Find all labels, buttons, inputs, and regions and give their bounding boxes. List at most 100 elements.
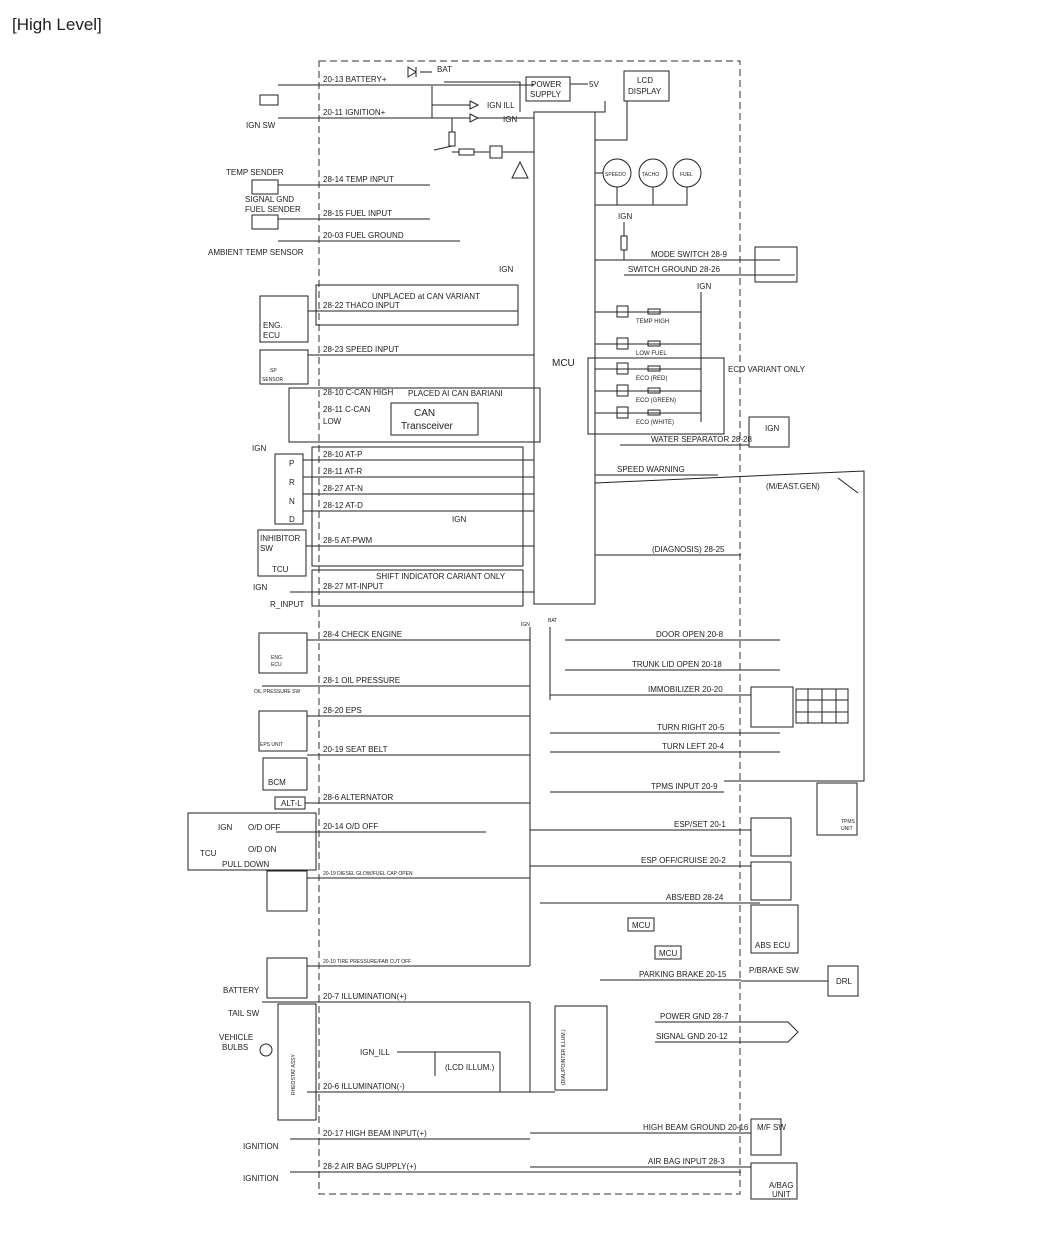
ignition-label-2: IGNITION [243,1174,279,1183]
shift-group [311,569,524,607]
lamp-label: ECO (WHITE) [636,420,674,426]
left-signal-label: 20-6 ILLUMINATION(-) [323,1082,405,1091]
left-signal-label: 20-14 O/D OFF [323,822,378,831]
mcu-label: MCU [552,358,575,369]
bcm-label: BCM [268,778,286,787]
left-signal-label: 28-23 SPEED INPUT [323,345,399,354]
signal-gnd-label: SIGNAL GND [245,195,294,204]
ign-r-label: IGN [253,583,267,592]
dial-illum-group [554,1005,608,1091]
tail-sw-label: TAIL SW [228,1009,260,1018]
eng-ecu-label-1: ENG. [263,321,283,330]
left-signal-label: 20-11 IGNITION+ [323,108,386,117]
rheostat-box [277,1003,317,1121]
gear-d: D [289,515,295,524]
lcd-display-box [623,70,670,102]
right-signal-label: PARKING BRAKE 20-15 [639,970,727,979]
abag-unit-box [750,1162,798,1200]
ign-left-label: IGN [252,444,266,453]
right-signal-label: ABS/EBD 28-24 [666,893,724,902]
can-label: CAN [414,408,435,419]
left-signal-label: 28-27 MT-INPUT [323,582,384,591]
inhibitor-label-1: INHIBITOR [260,534,301,543]
fuel-sender-icon [251,214,279,230]
left-signal-label: LOW [323,417,342,426]
page-title: [High Level] [12,15,102,34]
mcu-tag-2 [654,945,682,960]
right-signal-label: SPEED WARNING [617,465,685,474]
left-signal-label: 28-1 OIL PRESSURE [323,676,400,685]
lamp-label: ECO (GREEN) [636,398,676,404]
left-signal-label: 28-10 C-CAN HIGH [323,388,393,397]
left-signal-label: 20-17 HIGH BEAM INPUT(+) [323,1129,427,1138]
eng-ecu-small-1: ENG. [271,655,283,661]
eng-ecu-small-box [258,632,308,674]
tpms-unit-label-1: TPMS [841,819,856,825]
oil-sw-label: OIL PRESSURE SW [254,689,300,695]
right-signal-label: HIGH BEAM GROUND 20-16 [643,1123,749,1132]
left-signal-label: 28-11 C-CAN [323,405,371,414]
lamp-label: ECO (RED) [636,376,667,382]
right-signal-label: SWITCH GROUND 28-26 [628,265,721,274]
od-tcu-label: TCU [200,849,217,858]
temp-sender-icon [251,179,279,195]
abag-label-1: A/BAG [769,1181,793,1190]
right-signal-label: AIR BAG INPUT 28-3 [648,1157,725,1166]
right-signal-label: ESP/SET 20-1 [674,820,726,829]
r-input-label: R_INPUT [270,600,304,609]
bcm-box [262,757,308,791]
lcd-label-2: DISPLAY [628,87,662,96]
eco-variant-group [587,357,725,435]
unplaced-group [315,284,519,326]
inhibitor-label-2: SW [260,544,273,553]
left-signal-label: 28-10 AT-P [323,450,362,459]
left-signal-label: 20-03 FUEL GROUND [323,231,404,240]
fuel-sender-label: FUEL SENDER [245,205,301,214]
ign-box-label: IGN [765,424,779,433]
gear-n: N [289,497,295,506]
left-signal-label: 28-20 EPS [323,706,362,715]
right-signal-label: ESP OFF/CRUISE 20-2 [641,856,726,865]
speedo-label: SPEEDO [605,172,626,178]
abs-ecu-label: ABS ECU [755,941,790,950]
left-signal-label: 28-22 THACO INPUT [323,301,400,310]
sp-label-1: SP [270,368,277,374]
cluster-boundary [318,60,741,1195]
od-ign-label: IGN [218,823,232,832]
mcu-tag-2-label: MCU [659,949,677,958]
left-signal-label: 20-19 SEAT BELT [323,745,388,754]
battery-icon [259,94,279,106]
at-group [311,446,524,567]
shift-label: SHIFT INDICATOR CARIANT ONLY [376,572,506,581]
bulbs-label: BULBS [222,1043,248,1052]
right-signal-label: TURN RIGHT 20-5 [657,723,725,732]
tpms-ecu-box [266,957,308,999]
od-on-label: O/D ON [248,845,277,854]
ign-ill-label: IGN_ILL [360,1048,390,1057]
vehicle-label: VEHICLE [219,1033,253,1042]
right-signal-label: MODE SWITCH 28-9 [651,250,728,259]
ign-bus-label: IGN [521,622,530,628]
ign-tag: IGN [503,115,517,124]
lcd-illum-label: (LCD ILLUM.) [445,1063,495,1072]
diode-icon [469,113,480,123]
mf-sw-box [750,1118,782,1156]
meast-label: (M/EAST.GEN) [766,482,820,491]
left-signal-label: 28-2 AIR BAG SUPPLY(+) [323,1162,417,1171]
left-signal-label: 20-7 ILLUMINATION(+) [323,992,407,1001]
left-signal-label: 20-10 TIRE PRESSURE/FAB CUT OFF [323,959,411,965]
left-signal-label: 28-12 AT-D [323,501,363,510]
abag-label-2: UNIT [772,1190,791,1199]
od-tcu-box [266,870,308,912]
left-signal-label: 28-27 AT-N [323,484,363,493]
gear-p: P [289,459,294,468]
abs-ecu-box [750,904,799,954]
resistor-icon [448,131,456,147]
lamp-label: LOW FUEL [636,351,667,357]
left-signal-label: 20-19 DIESEL GLOW/FUEL CAP OPEN [323,871,413,877]
right-signal-label: SIGNAL GND 20-12 [656,1032,728,1041]
mcu-tag-1-label: MCU [632,921,650,930]
unplaced-label: UNPLACED at CAN VARIANT [372,292,480,301]
